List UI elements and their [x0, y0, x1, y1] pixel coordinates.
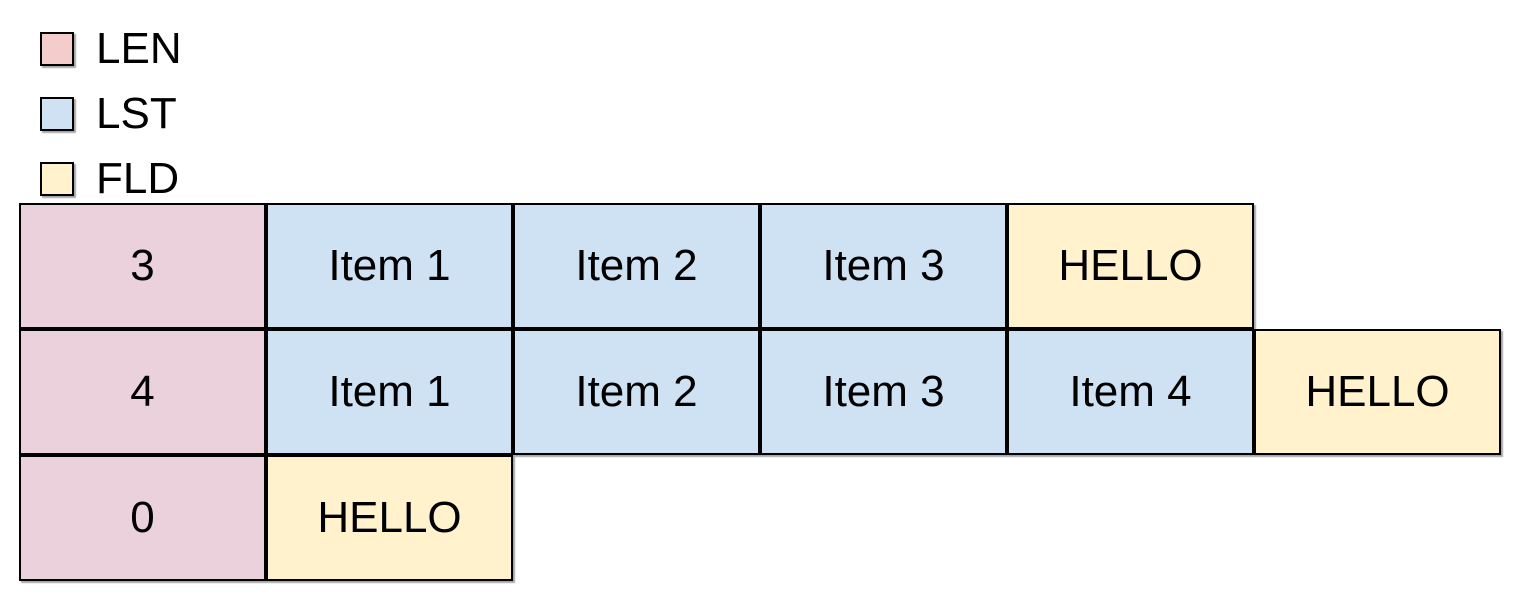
cell-lst: Item 3	[760, 329, 1007, 455]
cell-len: 0	[19, 455, 266, 581]
cell-lst: Item 1	[266, 203, 513, 329]
legend-label-len: LEN	[96, 24, 182, 73]
cell-fld: HELLO	[1254, 329, 1501, 455]
cell-fld: HELLO	[1007, 203, 1254, 329]
legend-swatch-fld-icon	[40, 162, 74, 196]
legend: LEN LST FLD	[40, 27, 182, 201]
cell-lst: Item 3	[760, 203, 1007, 329]
cell-lst: Item 2	[513, 203, 760, 329]
cell-len: 3	[19, 203, 266, 329]
legend-item-lst: LST	[40, 92, 182, 136]
legend-label-fld: FLD	[96, 154, 180, 203]
cell-lst: Item 4	[1007, 329, 1254, 455]
legend-item-fld: FLD	[40, 157, 182, 201]
legend-swatch-len-icon	[40, 32, 74, 66]
legend-swatch-lst-icon	[40, 97, 74, 131]
cell-lst: Item 1	[266, 329, 513, 455]
legend-item-len: LEN	[40, 27, 182, 71]
legend-label-lst: LST	[96, 89, 177, 138]
cell-lst: Item 2	[513, 329, 760, 455]
cell-len: 4	[19, 329, 266, 455]
cell-fld: HELLO	[266, 455, 513, 581]
